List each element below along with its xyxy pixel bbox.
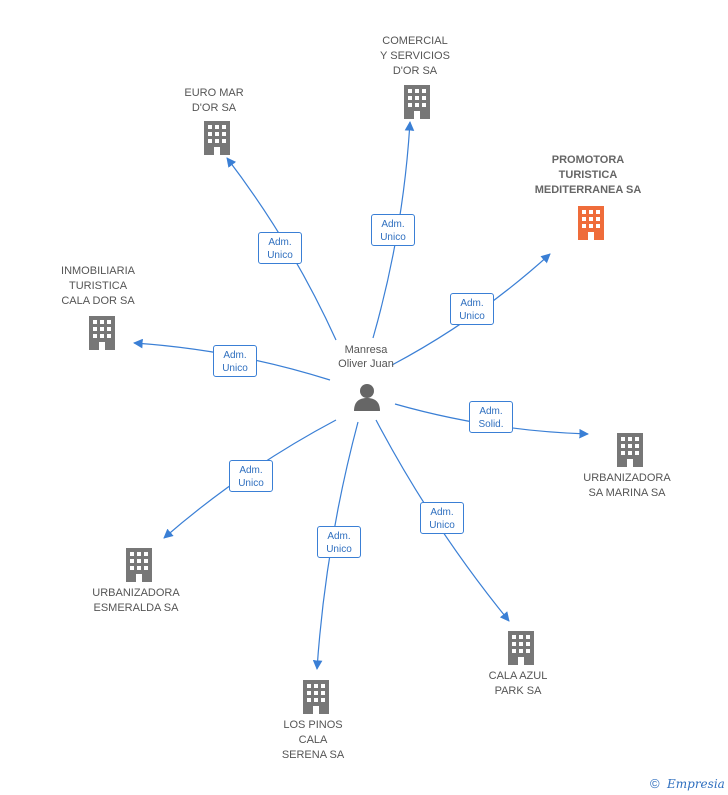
relation-badge-samarina[interactable]: Adm. Solid. [469, 401, 513, 433]
relation-badge-esmeralda[interactable]: Adm. Unico [229, 460, 273, 492]
building-icon[interactable] [204, 121, 230, 155]
relation-badge-lospinos[interactable]: Adm. Unico [317, 526, 361, 558]
relation-badge-euromar[interactable]: Adm. Unico [258, 232, 302, 264]
company-label-promotora[interactable]: PROMOTORA TURISTICA MEDITERRANEA SA [534, 154, 642, 196]
relation-badge-promotora[interactable]: Adm. Unico [450, 293, 494, 325]
center-person-name[interactable]: Manresa Oliver Juan [338, 344, 394, 370]
building-icon[interactable] [126, 548, 152, 582]
company-label-calaazul[interactable]: CALA AZUL PARK SA [488, 670, 548, 697]
person-icon [354, 384, 380, 411]
company-label-comercial[interactable]: COMERCIAL Y SERVICIOS D'OR SA [380, 35, 450, 77]
company-label-esmeralda[interactable]: URBANIZADORA ESMERALDA SA [92, 587, 180, 614]
building-icon[interactable] [89, 316, 115, 350]
company-label-inmobiliaria[interactable]: INMOBILIARIA TURISTICA CALA DOR SA [61, 265, 135, 307]
copyright-symbol: © [650, 776, 660, 791]
building-icon[interactable] [508, 631, 534, 665]
company-label-samarina[interactable]: URBANIZADORA SA MARINA SA [583, 472, 671, 499]
company-label-euromar[interactable]: EURO MAR D'OR SA [184, 87, 244, 114]
brand-logo[interactable]: Empresia [667, 777, 725, 791]
building-icon[interactable] [303, 680, 329, 714]
relation-badge-calaazul[interactable]: Adm. Unico [420, 502, 464, 534]
relation-badge-inmobiliaria[interactable]: Adm. Unico [213, 345, 257, 377]
building-icon[interactable] [578, 206, 604, 240]
company-label-lospinos[interactable]: LOS PINOS CALA SERENA SA [281, 719, 345, 761]
building-icon[interactable] [617, 433, 643, 467]
relation-badge-comercial[interactable]: Adm. Unico [371, 214, 415, 246]
building-icon[interactable] [404, 85, 430, 119]
